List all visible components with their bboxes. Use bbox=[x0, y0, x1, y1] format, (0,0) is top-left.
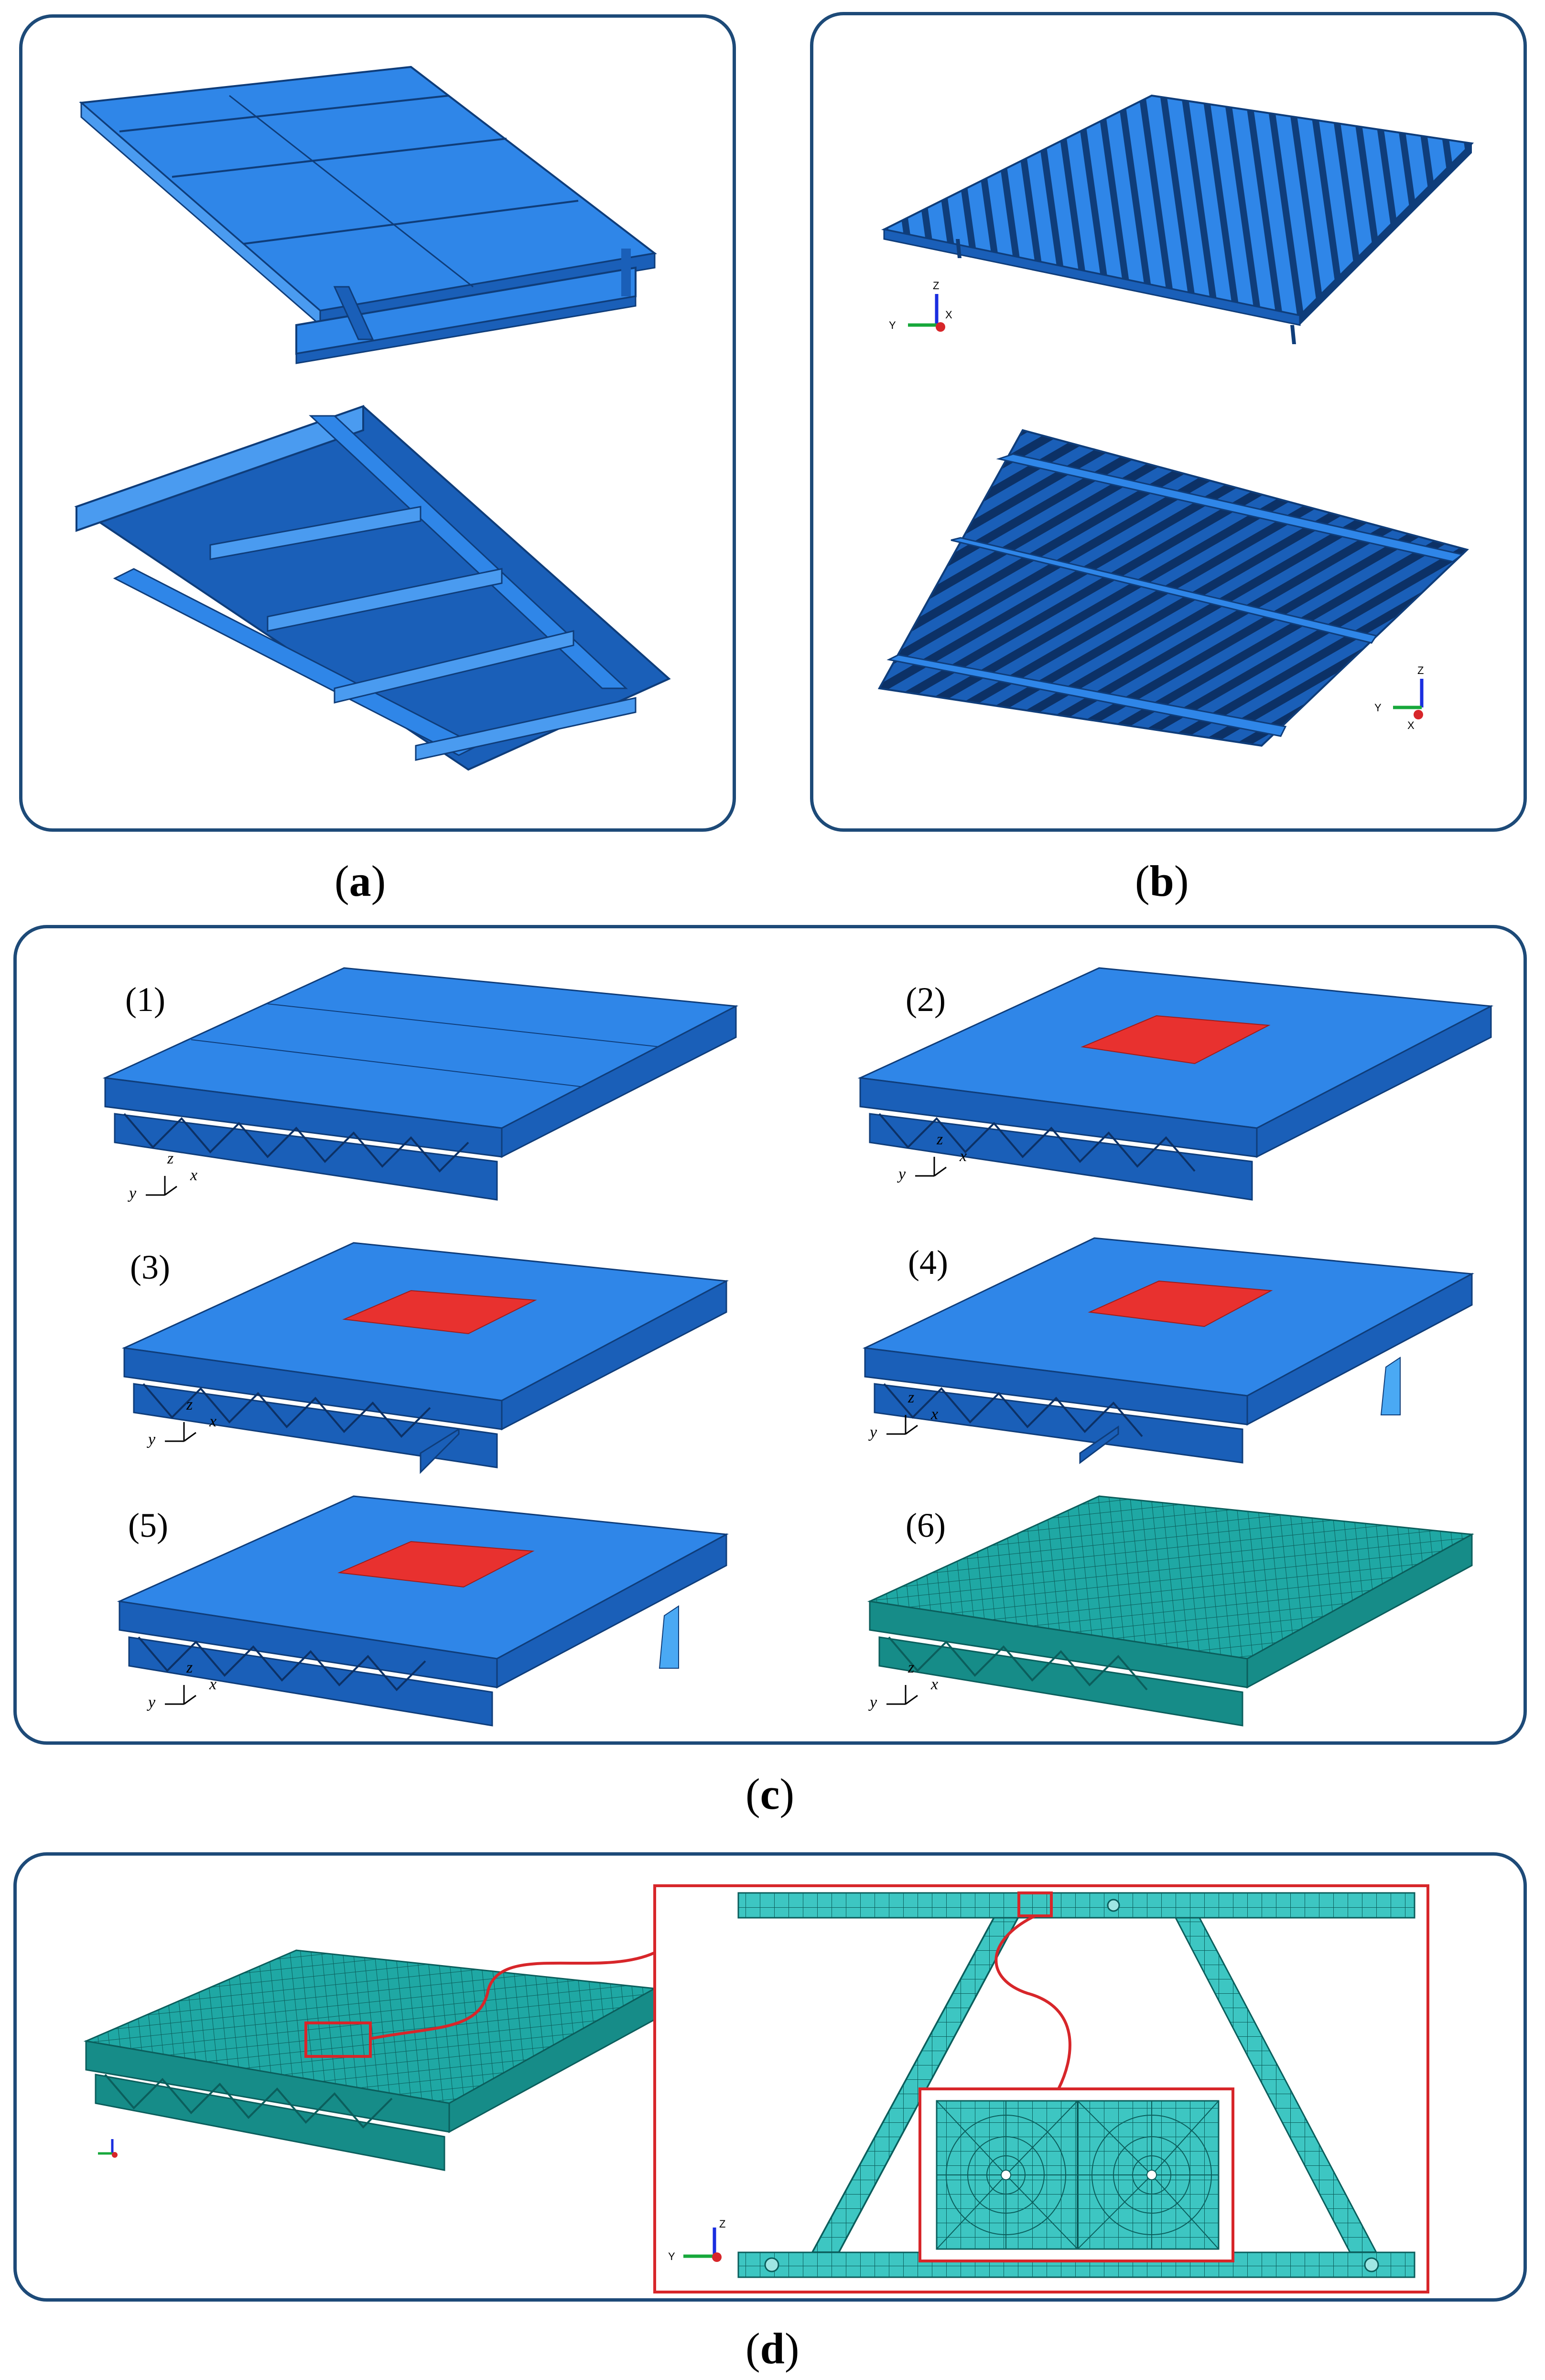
axis-label-z: Z bbox=[933, 280, 939, 292]
axis-label-y: Y bbox=[889, 319, 896, 331]
axis-label-y: y bbox=[870, 1694, 877, 1711]
caption-c: (c) bbox=[745, 1770, 795, 1818]
axis-label-y: Y bbox=[668, 2250, 675, 2262]
axis-label-y: y bbox=[148, 1431, 156, 1448]
axis-label-x: x bbox=[931, 1405, 939, 1423]
panel-c-axis-triad-6 bbox=[886, 1685, 918, 1705]
caption-d: (d) bbox=[745, 2324, 800, 2373]
panel-c-model-1 bbox=[102, 967, 739, 1201]
panel-d-trapezoid-rib-section bbox=[737, 1892, 1415, 2278]
callout-box-small bbox=[304, 2021, 372, 2058]
load-patch bbox=[337, 1541, 535, 1588]
load-patch bbox=[342, 1290, 537, 1335]
axis-label-x: x bbox=[960, 1147, 967, 1165]
callout-connector-2 bbox=[994, 1914, 1071, 2090]
panel-b-axis-triad-top: Z Y X bbox=[889, 280, 952, 332]
axis-label-z: z bbox=[937, 1130, 943, 1148]
axis-label-x: X bbox=[1407, 719, 1415, 731]
panel-b-axis-triad-bottom: Z Y X bbox=[1374, 664, 1424, 731]
load-patch bbox=[1088, 1280, 1273, 1327]
panel-c-label-3: (3) bbox=[130, 1248, 170, 1286]
axis-label-y: y bbox=[129, 1185, 137, 1202]
panel-c-axis-triad-2 bbox=[915, 1157, 947, 1177]
axis-label-z: z bbox=[908, 1659, 915, 1676]
axis-label-z: z bbox=[186, 1396, 193, 1413]
panel-d-axis-triad-section: Z Y bbox=[668, 2218, 725, 2262]
panel-c-model-6-meshed bbox=[867, 1495, 1474, 1727]
panel-a-deck-bottom-view bbox=[74, 405, 671, 771]
panel-c-label-6: (6) bbox=[906, 1506, 946, 1544]
axis-label-z: Z bbox=[719, 2218, 725, 2230]
panel-c-axis-triad-5 bbox=[165, 1685, 196, 1705]
caption-b: (b) bbox=[1135, 857, 1189, 905]
panel-b-ribbed-deck-bottom bbox=[877, 429, 1469, 747]
axis-label-x: x bbox=[209, 1675, 217, 1693]
panel-b-ribbed-deck-top bbox=[881, 94, 1474, 344]
panel-d-detail-mesh bbox=[936, 2100, 1220, 2250]
panel-d-meshed-deck bbox=[83, 1949, 657, 2171]
caption-a: (a) bbox=[335, 857, 386, 905]
panel-c-axis-triad-4 bbox=[886, 1415, 918, 1435]
panel-a-deck-top-view bbox=[79, 65, 657, 364]
axis-label-z: z bbox=[908, 1389, 915, 1406]
axis-label-y: Y bbox=[1374, 702, 1382, 714]
panel-c-model-4 bbox=[862, 1237, 1475, 1464]
panel-c-label-2: (2) bbox=[906, 980, 946, 1019]
callout-connector-1 bbox=[370, 1951, 656, 2040]
panel-c-model-3 bbox=[121, 1242, 729, 1474]
panel-c-axis-triad-3 bbox=[165, 1422, 196, 1442]
panel-c-label-1: (1) bbox=[125, 980, 165, 1019]
axis-label-x: x bbox=[190, 1166, 198, 1184]
panel-c-axis-triad-1 bbox=[146, 1176, 177, 1196]
panel-c-label-4: (4) bbox=[908, 1243, 948, 1282]
axis-label-z: z bbox=[186, 1659, 193, 1676]
axis-label-z: z bbox=[167, 1150, 174, 1167]
axis-label-y: y bbox=[898, 1165, 906, 1183]
panel-c-model-5 bbox=[117, 1495, 729, 1727]
axis-label-y: y bbox=[148, 1694, 156, 1711]
axis-label-x: X bbox=[945, 309, 952, 321]
panel-d-axis-triad-small bbox=[98, 2139, 118, 2158]
panel-c-label-5: (5) bbox=[128, 1506, 168, 1544]
axis-label-x: x bbox=[209, 1413, 217, 1430]
axis-label-y: y bbox=[870, 1424, 877, 1441]
axis-label-z: Z bbox=[1417, 664, 1424, 676]
load-patch bbox=[1080, 1015, 1271, 1065]
axis-label-x: x bbox=[931, 1675, 939, 1693]
panel-c-model-2 bbox=[857, 967, 1494, 1201]
